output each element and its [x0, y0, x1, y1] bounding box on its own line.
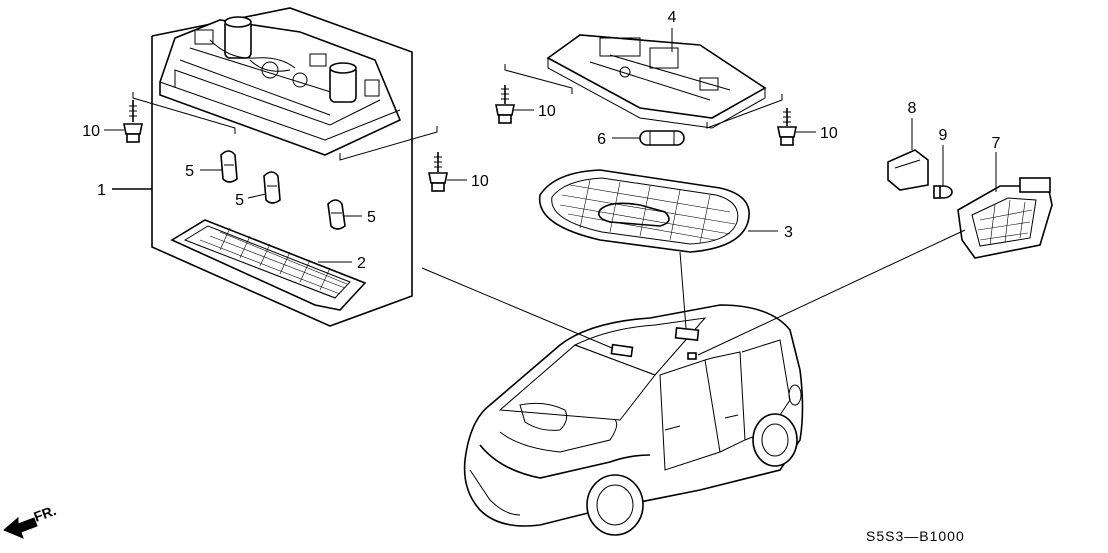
callout-6: 6	[597, 131, 606, 148]
bracket-line-right	[339, 126, 438, 161]
map-light-lens	[170, 219, 367, 311]
callout-1: 1	[97, 182, 106, 199]
festoon-bulb	[639, 130, 685, 146]
dome-light-lens	[538, 169, 750, 253]
screw-10-left	[123, 100, 143, 143]
callout-5c: 5	[367, 209, 376, 226]
bracket-line-center-right	[706, 94, 783, 129]
front-direction-label: FR.	[32, 502, 59, 525]
screw-10-center	[495, 85, 515, 124]
bracket-line-center	[504, 64, 573, 94]
callout-10d: 10	[820, 125, 838, 142]
callout-5b: 5	[235, 192, 244, 209]
lamp-bracket-8	[887, 149, 929, 191]
front-arrow-icon	[3, 516, 38, 539]
callout-5a: 5	[185, 163, 194, 180]
callout-3: 3	[784, 224, 793, 241]
screw-10-center-left	[428, 152, 448, 192]
callout-9: 9	[939, 127, 948, 144]
vehicle-outline	[463, 304, 804, 536]
pointer-rear-light	[697, 229, 966, 356]
roof-marker-rear	[687, 352, 697, 360]
diagram-code: S5S3—B1000	[866, 528, 965, 544]
assembly-group-frame	[112, 7, 413, 327]
callout-8: 8	[908, 100, 917, 117]
callout-10a: 10	[82, 123, 100, 140]
front-direction-indicator: FR.	[3, 502, 59, 539]
dome-light-base	[546, 34, 767, 129]
roof-marker-center	[674, 326, 700, 342]
courtesy-light-7	[957, 177, 1053, 259]
map-light-housing	[159, 16, 402, 156]
wedge-bulb-9	[933, 185, 953, 199]
bulb-socket-5c	[327, 199, 346, 230]
pointer-center-light	[679, 251, 687, 329]
bulb-socket-5b	[263, 171, 281, 204]
callout-10b: 10	[471, 173, 489, 190]
screw-10-right	[777, 108, 797, 146]
leader-5b	[247, 193, 267, 199]
bulb-socket-5a	[220, 150, 238, 183]
roof-marker-front	[610, 343, 634, 358]
bracket-line-left	[132, 92, 236, 134]
callout-7: 7	[992, 135, 1001, 152]
pointer-front-light	[421, 267, 613, 349]
callout-2: 2	[357, 255, 366, 272]
callout-4: 4	[668, 9, 677, 26]
callout-10c: 10	[538, 103, 556, 120]
